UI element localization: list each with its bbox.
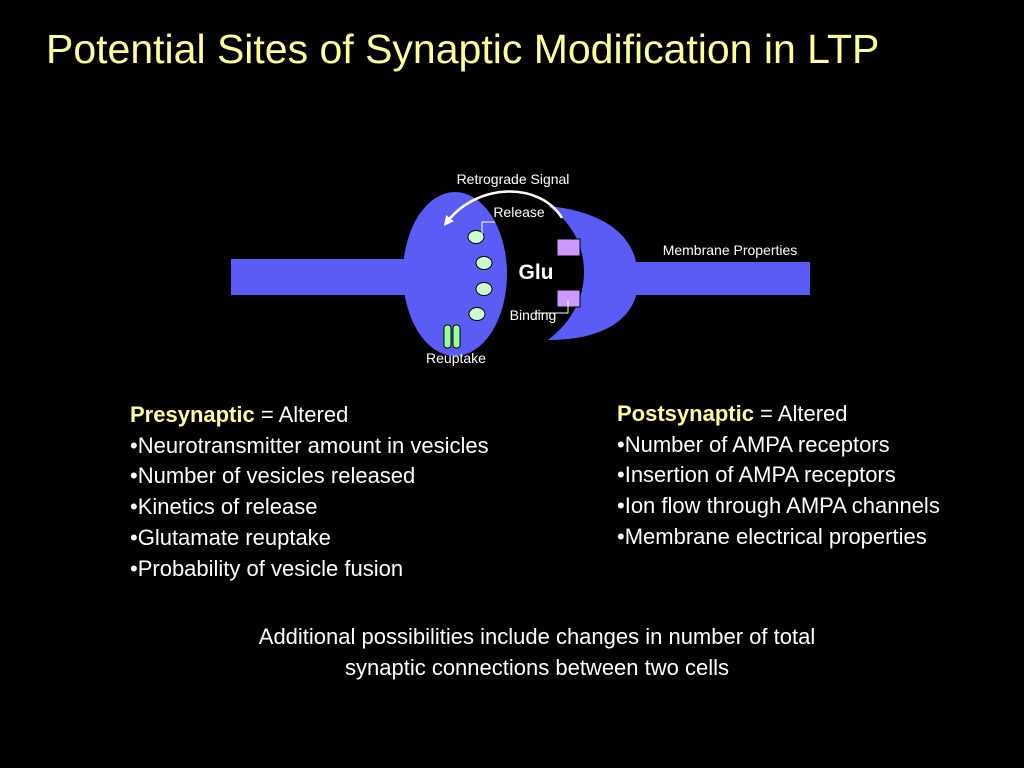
note-line-2: synaptic connections between two cells: [345, 655, 729, 680]
vesicle: [475, 256, 493, 270]
postsynaptic-column: Postsynaptic = Altered •Number of AMPA r…: [617, 399, 940, 553]
reuptake-transporter: [443, 324, 461, 349]
slide-title: Potential Sites of Synaptic Modification…: [46, 26, 880, 72]
vesicle: [468, 307, 486, 321]
list-item: •Number of vesicles released: [130, 463, 416, 489]
list-item: •Probability of vesicle fusion: [130, 555, 404, 581]
presynaptic-column: Presynaptic = Altered •Neurotransmitter …: [130, 400, 489, 584]
vesicle: [475, 282, 493, 296]
release-leader-line: [481, 221, 495, 236]
glu-label: Glu: [519, 261, 554, 284]
postsynaptic-heading-rest: = Altered: [753, 401, 848, 426]
presynaptic-neuron: [231, 192, 507, 356]
vesicle-group: [467, 230, 493, 321]
presynaptic-list: •Neurotransmitter amount in vesicles •Nu…: [130, 431, 489, 585]
list-item: •Membrane electrical properties: [617, 523, 927, 549]
list-item: •Kinetics of release: [130, 494, 318, 520]
presynaptic-heading: Presynaptic = Altered: [130, 400, 489, 431]
vesicle: [467, 230, 485, 244]
binding-leader-line: [535, 300, 569, 314]
synapse-svg: Retrograde Signal Release Glu Membrane P…: [231, 171, 810, 366]
list-item: •Neurotransmitter amount in vesicles: [130, 432, 489, 458]
additional-possibilities-note: Additional possibilities include changes…: [162, 621, 912, 683]
list-item: •Number of AMPA receptors: [617, 431, 890, 457]
membrane-properties-label: Membrane Properties: [663, 242, 798, 258]
presynaptic-axon: [231, 259, 431, 295]
list-item: •Glutamate reuptake: [130, 524, 331, 550]
postsynaptic-heading-key: Postsynaptic: [617, 401, 754, 426]
postsynaptic-spine: [548, 206, 636, 340]
list-item: •Ion flow through AMPA channels: [617, 493, 940, 519]
retrograde-signal-label: Retrograde Signal: [457, 171, 570, 187]
binding-label: Binding: [510, 307, 557, 323]
postsynaptic-heading: Postsynaptic = Altered: [617, 399, 940, 430]
list-item: •Insertion of AMPA receptors: [617, 462, 896, 488]
receptor: [556, 238, 581, 257]
transporter-bar: [452, 324, 461, 349]
presynaptic-heading-rest: = Altered: [254, 402, 349, 427]
receptor-group: [556, 238, 581, 308]
synapse-diagram: Retrograde Signal Release Glu Membrane P…: [231, 171, 810, 366]
release-label: Release: [493, 204, 545, 220]
postsynaptic-neuron: [548, 206, 810, 340]
postsynaptic-list: •Number of AMPA receptors •Insertion of …: [617, 430, 940, 553]
retrograde-arrow: [443, 190, 564, 226]
presynaptic-heading-key: Presynaptic: [130, 402, 255, 427]
transporter-bar: [443, 324, 452, 349]
reuptake-label: Reuptake: [426, 350, 486, 366]
note-line-1: Additional possibilities include changes…: [258, 624, 816, 649]
